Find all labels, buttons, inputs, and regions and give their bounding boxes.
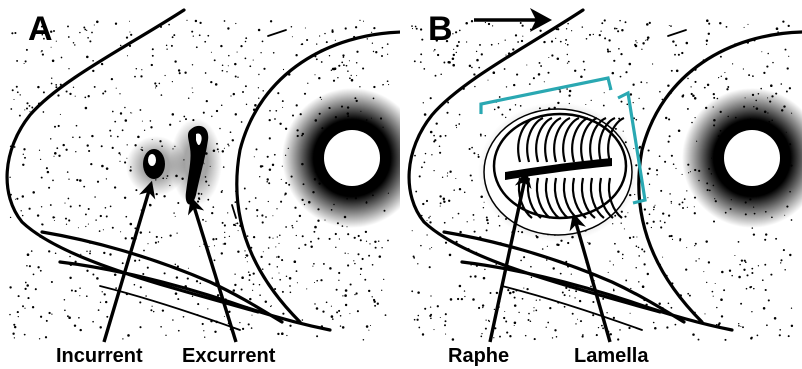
excurrent-label: Excurrent: [182, 345, 276, 367]
incurrent-label: Incurrent: [56, 345, 143, 367]
panel-letter-b: B: [428, 10, 453, 48]
incurrent-highlight: [148, 154, 156, 166]
eye-rim-mark-a: [268, 30, 286, 36]
olfactory-rosette: [478, 102, 638, 242]
lamella-label: Lamella: [574, 345, 649, 367]
panel-b: B Raphe Lamella: [409, 8, 802, 367]
panel-a: A Incurrent Excurrent: [7, 10, 422, 367]
lower-jaw-line-a: [60, 262, 330, 330]
chin-line-b: [502, 286, 642, 330]
raphe-label: Raphe: [448, 345, 509, 367]
eye-rim-mark-b: [668, 30, 686, 36]
pupil-a: [324, 130, 380, 186]
right-arrow-icon: [474, 8, 552, 32]
pupil-b: [724, 130, 780, 186]
incurrent-arrow: [104, 184, 151, 342]
panel-letter-a: A: [28, 10, 53, 48]
eye-side-mark-a: [232, 205, 236, 218]
